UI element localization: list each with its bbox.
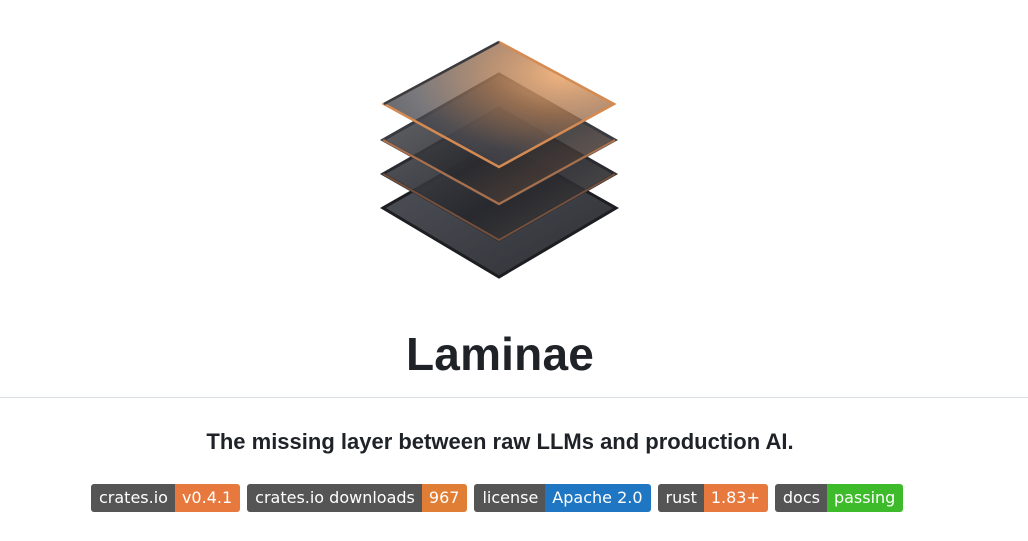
- page-title: Laminae: [405, 328, 595, 380]
- badge-value: v0.4.1: [174, 484, 241, 512]
- badge-crates-version[interactable]: crates.io v0.4.1: [91, 484, 241, 512]
- laminae-logo: [370, 30, 630, 290]
- badge-value: 967: [421, 484, 468, 512]
- badge-label: docs: [774, 484, 827, 512]
- badge-label: crates.io: [91, 484, 175, 512]
- badge-docs[interactable]: docs passing: [774, 484, 904, 512]
- badge-label: license: [474, 484, 546, 512]
- badge-label: rust: [657, 484, 704, 512]
- badge-crates-downloads[interactable]: crates.io downloads 967: [247, 484, 468, 512]
- badge-value: 1.83+: [703, 484, 768, 512]
- badge-row: crates.io v0.4.1 crates.io downloads 967…: [91, 484, 904, 512]
- stacked-layers-icon: [379, 40, 620, 279]
- badge-license[interactable]: license Apache 2.0: [474, 484, 651, 512]
- badge-rust-version[interactable]: rust 1.83+: [657, 484, 768, 512]
- badge-value: Apache 2.0: [545, 484, 651, 512]
- title-divider: [0, 397, 1028, 398]
- badge-value: passing: [826, 484, 904, 512]
- tagline: The missing layer between raw LLMs and p…: [206, 429, 794, 454]
- badge-label: crates.io downloads: [247, 484, 422, 512]
